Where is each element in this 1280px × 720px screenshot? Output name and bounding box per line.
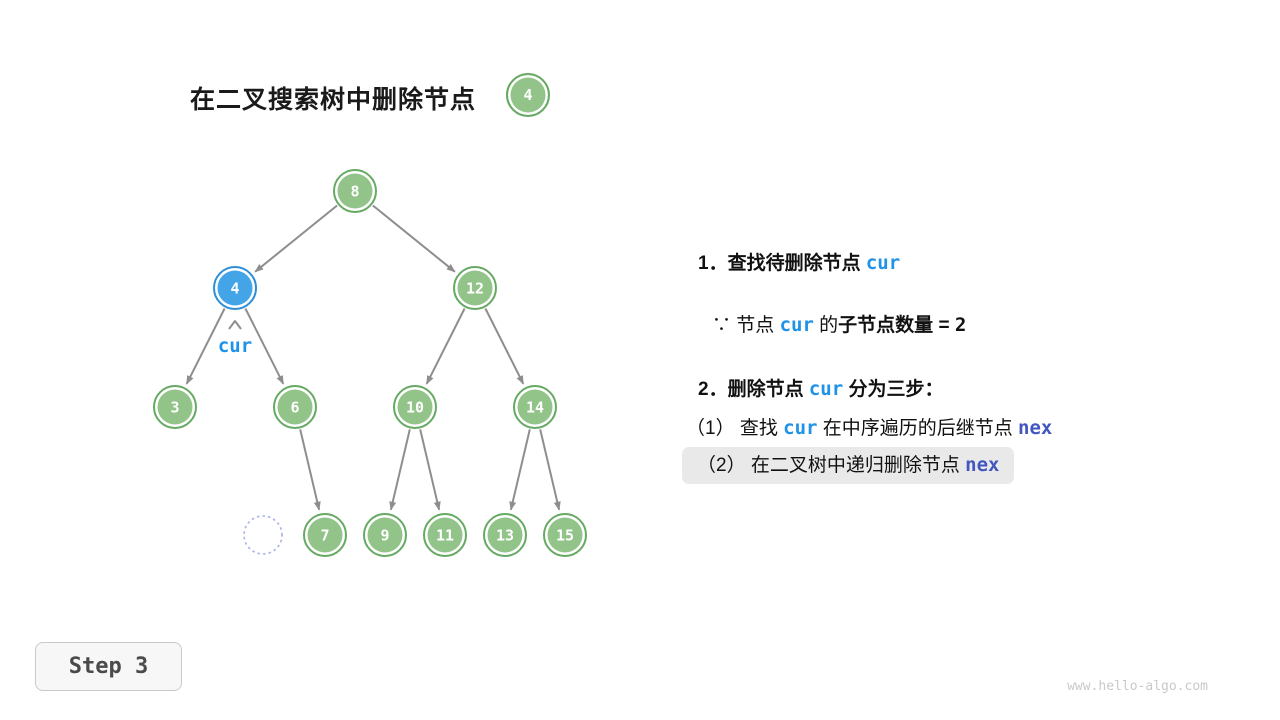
tree-node-label: 7 bbox=[320, 527, 329, 545]
tree-node-label: 15 bbox=[556, 527, 574, 545]
cur-ref: cur bbox=[865, 252, 901, 274]
tree-node-label: 4 bbox=[230, 280, 239, 298]
tree-node-label: 13 bbox=[496, 527, 514, 545]
nex-ref: nex bbox=[965, 454, 1000, 476]
panel-line-1: 1．查找待删除节点 cur bbox=[698, 252, 900, 275]
tree-node-9: 9 bbox=[363, 513, 407, 557]
tree-edge-6-7 bbox=[299, 429, 321, 511]
tree-node-4: 4 bbox=[213, 266, 257, 310]
panel-text: 1．查找待删除节点 bbox=[698, 253, 866, 274]
tree-node-label: 10 bbox=[406, 399, 424, 417]
panel-text: 在中序遍历的后继节点 bbox=[817, 418, 1019, 439]
tree-node-label: 12 bbox=[466, 280, 484, 298]
tree-edge-14-15 bbox=[539, 429, 561, 511]
cur-pointer-arrow bbox=[228, 320, 242, 330]
removed-node-placeholder bbox=[243, 515, 283, 555]
tree-node-label: 3 bbox=[170, 399, 179, 417]
panel-line-5: （2） 在二叉树中递归删除节点 nex bbox=[682, 447, 1015, 484]
tree-node-8: 8 bbox=[333, 169, 377, 213]
tree-edge-12-14 bbox=[484, 308, 525, 385]
tree-edge-12-10 bbox=[425, 308, 466, 385]
title-badge-value: 4 bbox=[523, 86, 533, 104]
tree-edge-8-4 bbox=[254, 204, 338, 273]
panel-text: 2 bbox=[954, 314, 967, 336]
tree-edge-14-13 bbox=[509, 429, 531, 511]
figure-title: 在二叉搜索树中删除节点 bbox=[190, 86, 477, 114]
step-badge: Step 3 bbox=[35, 642, 182, 691]
tree-node-label: 9 bbox=[380, 527, 389, 545]
tree-node-14: 14 bbox=[513, 385, 557, 429]
tree-node-label: 14 bbox=[526, 399, 544, 417]
tree-node-label: 6 bbox=[290, 399, 299, 417]
nex-ref: nex bbox=[1018, 417, 1053, 439]
panel-text: （1） 查找 bbox=[686, 418, 784, 439]
panel-line-4: （1） 查找 cur 在中序遍历的后继节点 nex bbox=[686, 417, 1052, 440]
tree-node-13: 13 bbox=[483, 513, 527, 557]
step-label: Step 3 bbox=[68, 654, 149, 679]
cur-ref: cur bbox=[783, 417, 818, 439]
tree-node-7: 7 bbox=[303, 513, 347, 557]
panel-text: 子节点数量 bbox=[838, 315, 934, 336]
panel-text: （2） 在二叉树中递归删除节点 bbox=[697, 455, 966, 476]
tree-node-3: 3 bbox=[153, 385, 197, 429]
cur-ref: cur bbox=[779, 314, 814, 336]
panel-line-2: ∵ 节点 cur 的子节点数量 = 2 bbox=[712, 314, 966, 337]
tree-edge-4-6 bbox=[244, 308, 285, 385]
tree-node-ghost bbox=[243, 515, 283, 555]
tree-node-label: 11 bbox=[436, 527, 454, 545]
panel-text: ∵ 节点 bbox=[712, 315, 780, 336]
tree-node-10: 10 bbox=[393, 385, 437, 429]
tree-edge-8-12 bbox=[372, 204, 456, 273]
tree-node-6: 6 bbox=[273, 385, 317, 429]
tree-edges bbox=[185, 204, 561, 511]
tree-edge-10-11 bbox=[419, 429, 441, 511]
tree-node-11: 11 bbox=[423, 513, 467, 557]
cur-ref: cur bbox=[808, 378, 844, 400]
cur-pointer-label: cur bbox=[218, 335, 252, 357]
panel-text: = bbox=[933, 315, 955, 336]
tree-edge-4-3 bbox=[185, 308, 226, 385]
panel-text: 的 bbox=[813, 315, 839, 336]
panel-text: 2．删除节点 bbox=[698, 379, 809, 400]
tree-edge-10-9 bbox=[389, 429, 411, 511]
tree-node-12: 12 bbox=[453, 266, 497, 310]
watermark: www.hello-algo.com bbox=[1067, 679, 1208, 694]
panel-text: 分为三步： bbox=[843, 379, 944, 400]
panel-line-3: 2．删除节点 cur 分为三步： bbox=[698, 378, 943, 401]
title-badge-node: 4 bbox=[506, 73, 550, 117]
tree-node-15: 15 bbox=[543, 513, 587, 557]
tree-node-label: 8 bbox=[350, 183, 359, 201]
